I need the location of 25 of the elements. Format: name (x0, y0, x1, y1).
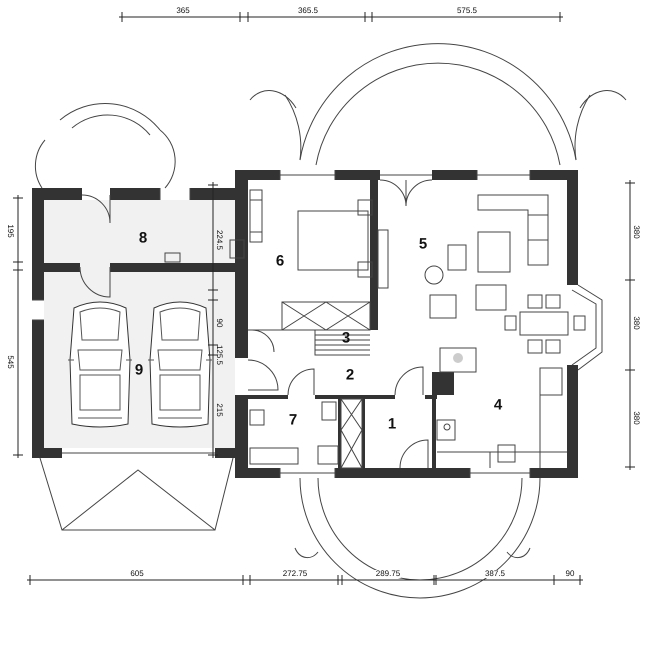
room-number: 6 (276, 254, 284, 268)
dimension-label: 575.5 (456, 7, 478, 15)
room-number: 1 (388, 416, 396, 432)
dimension-label: 90 (215, 318, 223, 328)
dimension-label: 272.75 (282, 570, 308, 578)
dimension-label: 90 (564, 570, 576, 578)
room-number: 5 (418, 236, 428, 252)
dimension-label: 215 (215, 403, 223, 417)
room-number: 4 (494, 398, 502, 412)
dimension-label: 387.5 (484, 570, 506, 578)
dimension-label: 545 (6, 355, 14, 369)
room-number: 8 (138, 230, 148, 246)
dimension-label: 195 (6, 224, 14, 238)
room-number: 7 (288, 412, 298, 428)
dimension-label: 224.5 (215, 230, 223, 250)
dimension-label: 380 (632, 225, 640, 239)
dimension-label: 289.75 (374, 570, 402, 578)
dimension-label: 365.5 (296, 7, 320, 15)
dimension-label: 380 (632, 411, 640, 425)
dimension-label: 380 (632, 316, 640, 330)
dimension-label: 365 (175, 7, 191, 15)
dimension-label: 125.5 (215, 344, 223, 366)
dimension-label: 605 (129, 570, 145, 578)
room-number: 9 (134, 362, 144, 378)
room-number: 2 (346, 368, 354, 382)
